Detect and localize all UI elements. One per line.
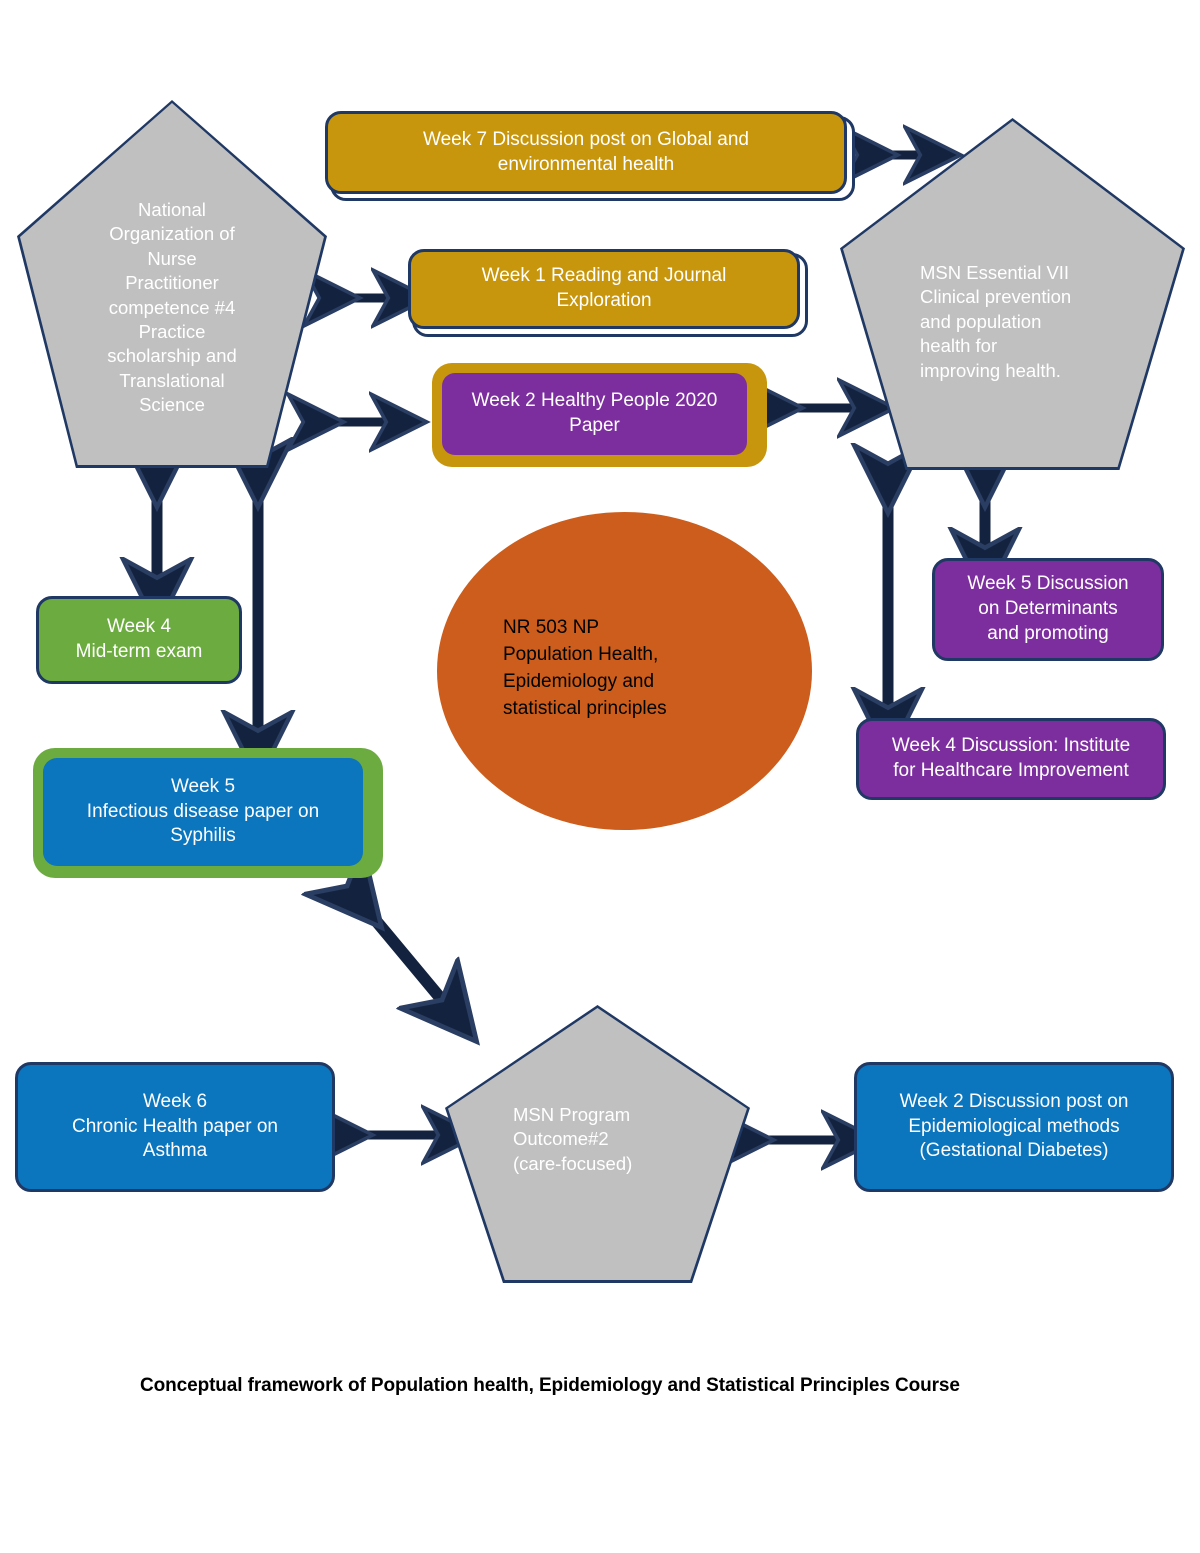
week5-syphilis-label: Week 5 Infectious disease paper on Syphi… [86, 775, 320, 847]
week2-epi-methods-box[interactable]: Week 2 Discussion post on Epidemiologica… [854, 1062, 1174, 1192]
week5-syphilis-box[interactable]: Week 5 Infectious disease paper on Syphi… [33, 748, 383, 878]
week2-epi-methods-label: Week 2 Discussion post on Epidemiologica… [899, 1090, 1129, 1162]
arrow-week5-syphilis-to-pentagon-bottom [357, 898, 452, 1012]
week4-ihi-label: Week 4 Discussion: Institute for Healthc… [891, 735, 1131, 781]
center-ellipse-label: NR 503 NP Population Health, Epidemiolog… [503, 617, 667, 719]
center-ellipse [437, 512, 812, 830]
week7-global-label: Week 7 Discussion post on Global and env… [423, 128, 749, 175]
week4-ihi-box[interactable]: Week 4 Discussion: Institute for Healthc… [856, 718, 1166, 800]
pentagon-left: National Organization of Nurse Practitio… [17, 100, 327, 468]
week2-healthy-people-box[interactable]: Week 2 Healthy People 2020 Paper [432, 363, 767, 467]
pentagon-right: MSN Essential VII Clinical prevention an… [840, 118, 1185, 470]
week1-reading-label: Week 1 Reading and Journal Exploration [481, 265, 727, 311]
week5-determinants-label: Week 5 Discussion on Determinants and pr… [967, 573, 1129, 644]
pentagon-bottom: MSN Program Outcome#2 (care-focused) [445, 1005, 750, 1283]
diagram-caption: Conceptual framework of Population healt… [140, 1375, 960, 1396]
week2-healthy-people-label: Week 2 Healthy People 2020 Paper [471, 390, 718, 436]
week7-global-fill: Week 7 Discussion post on Global and env… [325, 111, 847, 194]
week5-determinants-box[interactable]: Week 5 Discussion on Determinants and pr… [932, 558, 1164, 661]
week4-midterm-box[interactable]: Week 4 Mid-term exam [36, 596, 242, 684]
week1-reading-box[interactable]: Week 1 Reading and Journal Exploration [408, 249, 808, 337]
week6-asthma-box[interactable]: Week 6 Chronic Health paper on Asthma [15, 1062, 335, 1192]
pentagon-left-label: National Organization of Nurse Practitio… [107, 199, 237, 416]
week2-healthy-people-fill: Week 2 Healthy People 2020 Paper [442, 373, 747, 455]
week6-asthma-label: Week 6 Chronic Health paper on Asthma [72, 1090, 278, 1162]
pentagon-bottom-label: MSN Program Outcome#2 (care-focused) [513, 1104, 633, 1174]
week1-reading-fill: Week 1 Reading and Journal Exploration [408, 249, 800, 329]
week7-global-box[interactable]: Week 7 Discussion post on Global and env… [325, 111, 855, 201]
week5-syphilis-fill: Week 5 Infectious disease paper on Syphi… [43, 758, 363, 866]
pentagon-right-label: MSN Essential VII Clinical prevention an… [920, 262, 1072, 381]
week4-midterm-label: Week 4 Mid-term exam [75, 616, 203, 662]
